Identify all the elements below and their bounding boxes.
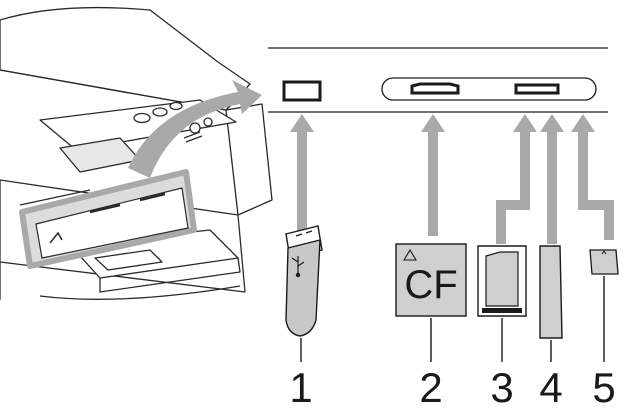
arrow-usb [290,114,314,240]
arrow-micro-card [571,114,614,240]
slot-number-2: 2 [419,364,443,411]
slot-number-3: 3 [490,364,514,411]
cf-card-label: CF [404,263,457,307]
slot-arrows [290,114,614,244]
printer-slot-panel [19,169,197,269]
arrow-memory-stick [540,114,564,244]
arrow-sd [496,114,537,244]
cf-slot [410,82,460,95]
slot-number-5: 5 [592,364,616,411]
usb-flash-drive [285,225,323,337]
memory-stick [539,245,563,339]
callout-lines [300,276,605,362]
usb-port [282,80,322,102]
slot-number-1: 1 [289,364,313,411]
usb-trident-icon [291,256,305,278]
slot-number-4: 4 [539,364,563,411]
slot-panel-zoom [268,47,608,113]
triangle-mark-icon [403,248,417,261]
zoom-arrow [128,80,262,178]
micro-card [589,249,619,275]
sd-card [477,245,527,317]
arrow-cf [421,114,445,236]
compactflash-card: CF [395,243,467,317]
sd-slot [514,83,560,95]
